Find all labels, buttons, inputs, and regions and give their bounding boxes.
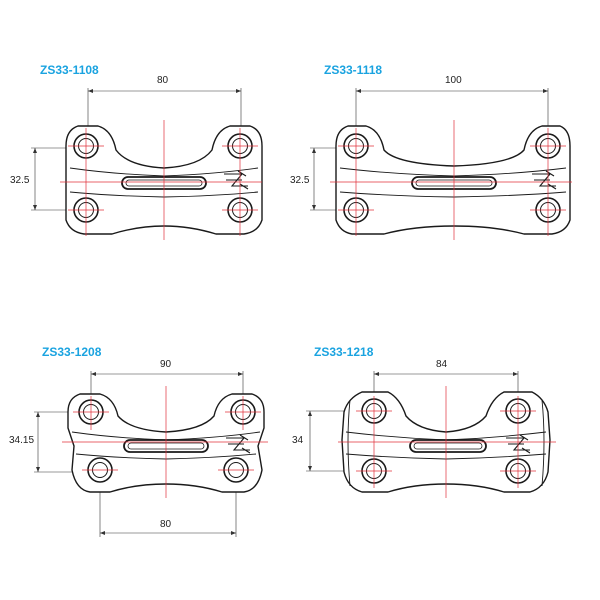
height-label-3: 34.15 [9,435,35,446]
height-label-4: 34 [292,435,304,446]
clamp-drawing-1 [31,88,263,240]
part-code-3: ZS33-1208 [42,345,102,359]
top-width-label-1: 80 [157,75,169,86]
part-code-4: ZS33-1218 [314,345,374,359]
top-width-label-4: 84 [436,359,448,370]
top-width-label-2: 100 [445,75,462,86]
top-width-label-3: 90 [160,359,172,370]
height-label-2: 32.5 [290,175,310,186]
height-label-1: 32.5 [10,175,30,186]
bottom-width-label-3: 80 [160,519,172,530]
part-code-2: ZS33-1118 [324,63,383,77]
clamp-drawing-2 [310,88,572,240]
part-code-1: ZS33-1108 [40,63,99,77]
clamp-drawing-3 [34,371,268,537]
clamp-drawing-4 [306,371,556,498]
